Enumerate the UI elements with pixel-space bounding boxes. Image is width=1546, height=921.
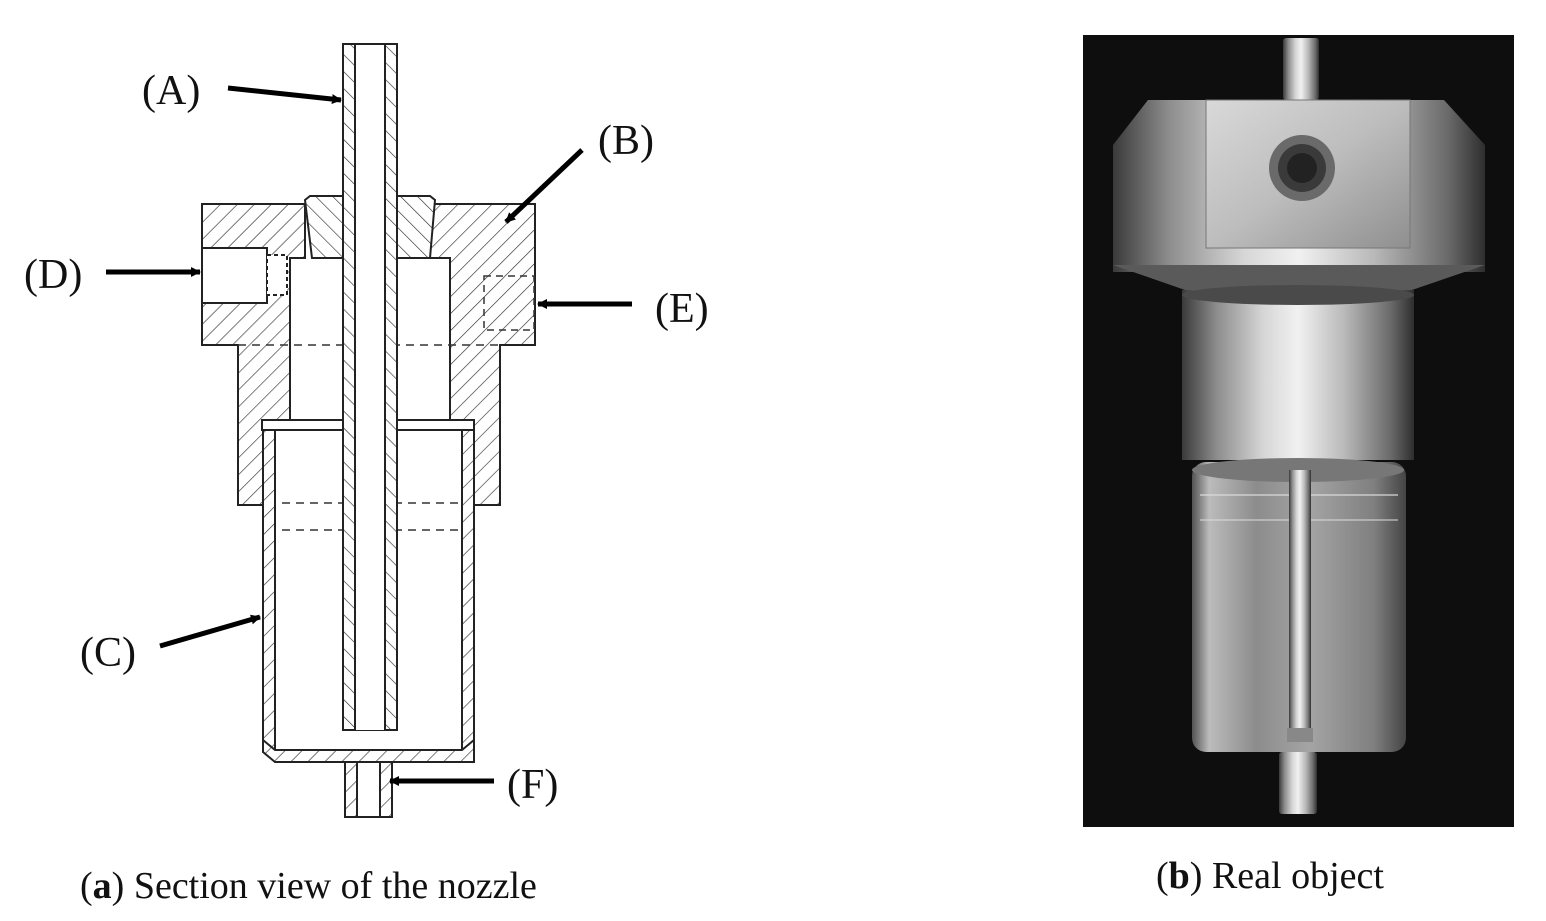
label-d: (D) xyxy=(24,252,83,298)
caption-b-letter: b xyxy=(1168,855,1190,897)
port-d-step xyxy=(266,254,288,296)
arrow-a xyxy=(227,85,342,105)
caption-a-letter: a xyxy=(92,865,112,907)
real-object-photo xyxy=(1083,35,1514,827)
cup-bottom xyxy=(262,737,475,763)
outlet-f-right xyxy=(379,761,393,818)
cup-right-wall xyxy=(461,429,475,751)
caption-b-text: Real object xyxy=(1211,855,1384,897)
label-e: (E) xyxy=(655,286,709,332)
body-right-wall xyxy=(429,203,536,506)
label-f: (F) xyxy=(507,762,559,808)
caption-a-text: Section view of the nozzle xyxy=(133,865,537,907)
outlet-f-left xyxy=(344,761,358,818)
label-c: (C) xyxy=(80,630,136,676)
cup-left-wall xyxy=(262,429,276,751)
label-b: (B) xyxy=(598,118,654,164)
arrow-c xyxy=(159,614,261,649)
tube-right-wall xyxy=(384,43,398,731)
port-d-bore xyxy=(201,247,268,304)
caption-a: (a) Section view of the nozzle xyxy=(80,865,537,907)
caption-b: (b) Real object xyxy=(1156,855,1384,897)
arrow-b xyxy=(504,148,584,224)
port-e-dashed xyxy=(483,275,535,331)
section-drawing xyxy=(106,43,632,818)
tube-left-wall xyxy=(342,43,356,731)
label-a: (A) xyxy=(142,68,201,114)
